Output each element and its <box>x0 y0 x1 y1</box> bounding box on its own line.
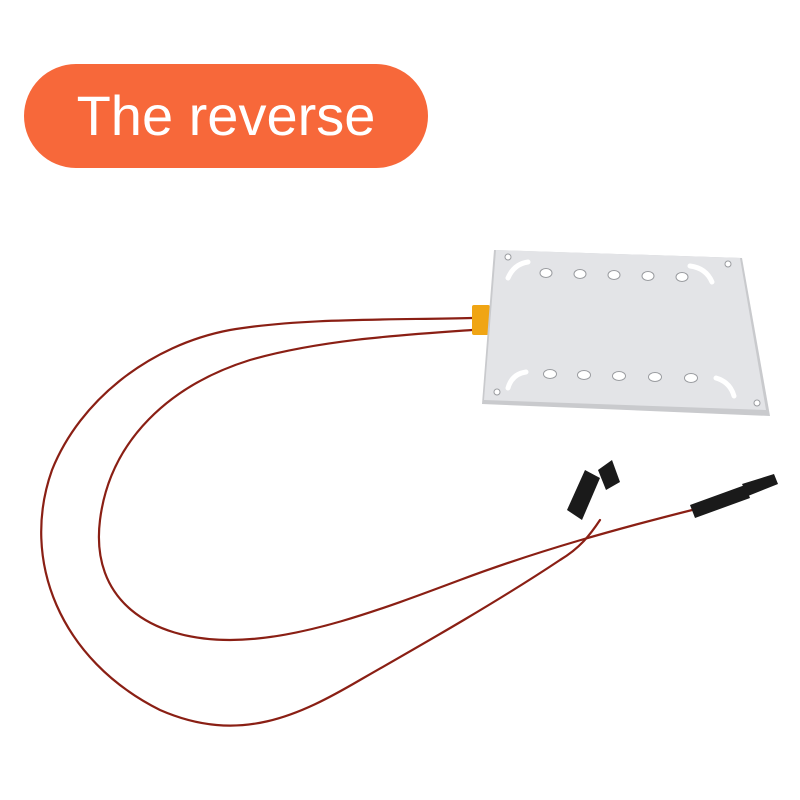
lead-wire-lower <box>97 328 702 642</box>
terminal-connector-left <box>567 460 620 520</box>
lead-wire-upper <box>40 316 602 727</box>
lead-wires <box>40 316 702 727</box>
mounting-holes <box>493 253 761 407</box>
caption-badge: The reverse <box>24 64 428 168</box>
heating-plate <box>482 250 770 416</box>
curved-slots <box>505 259 737 399</box>
terminal-connector-right <box>690 474 778 518</box>
wire-connector <box>472 305 490 335</box>
caption-label: The reverse <box>76 84 376 147</box>
